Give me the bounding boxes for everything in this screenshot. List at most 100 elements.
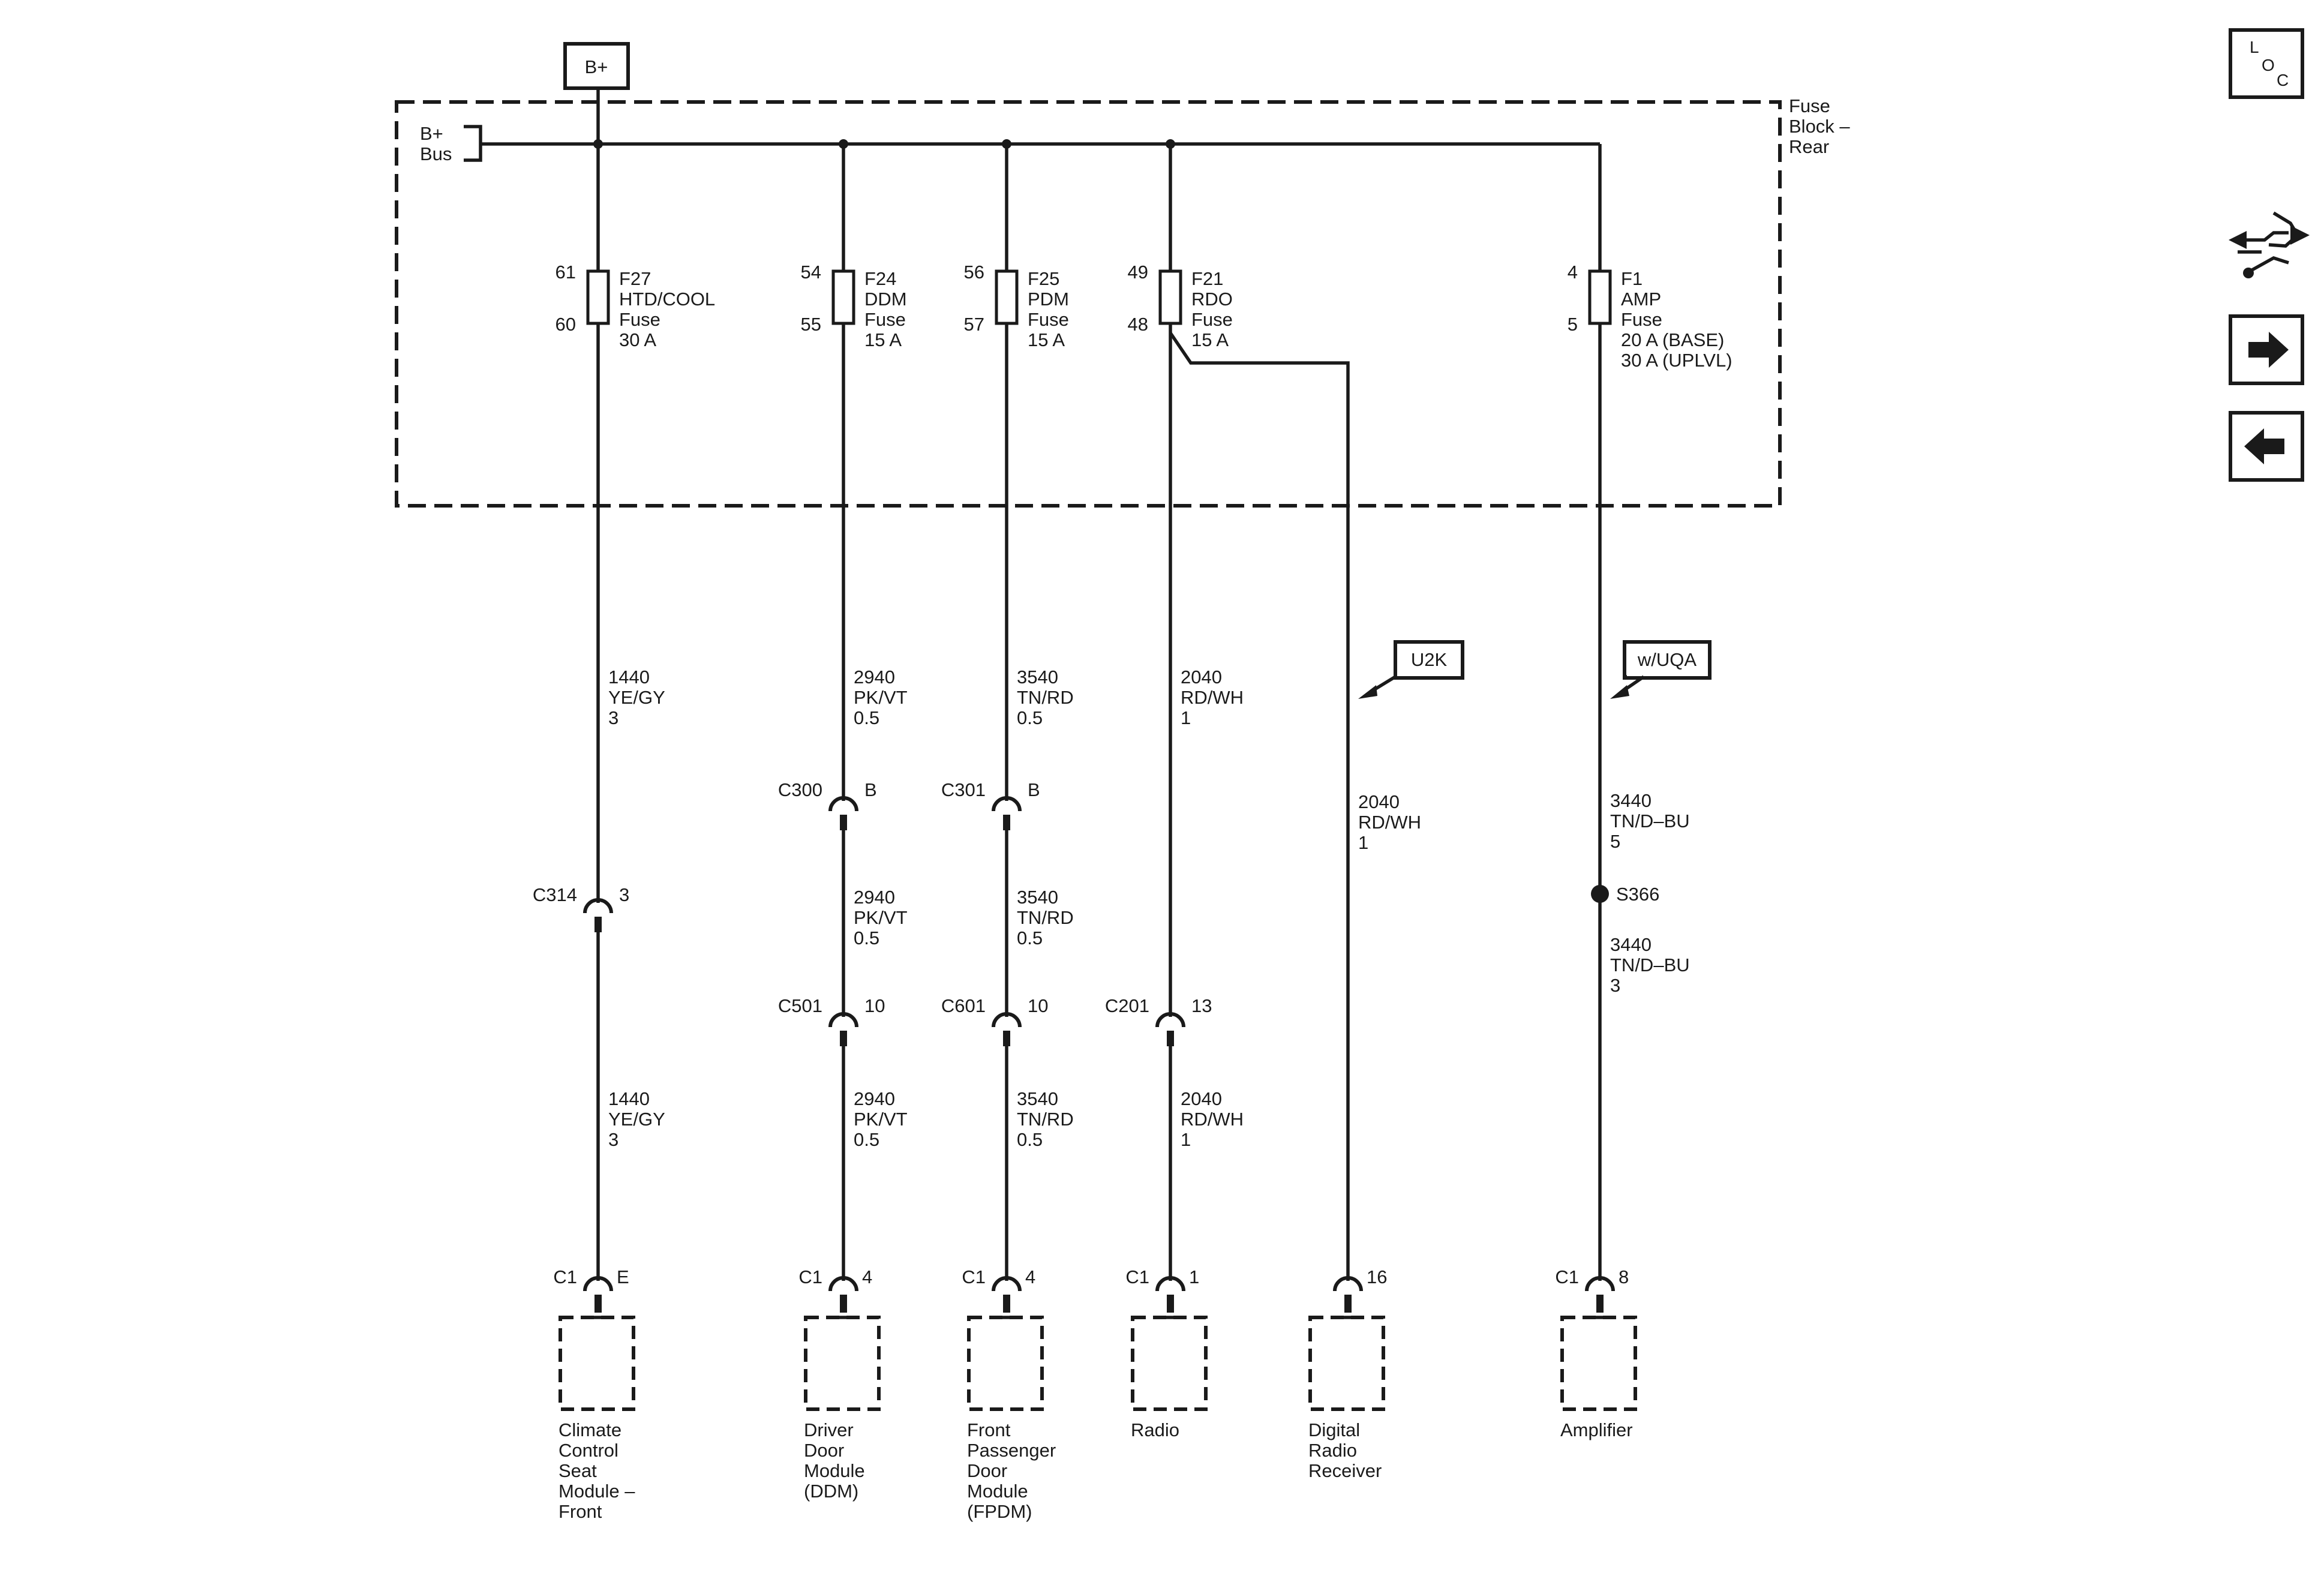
module-connector: C1 <box>1125 1266 1149 1287</box>
fuse-pin-bottom: 48 <box>1128 314 1148 335</box>
loc-icon[interactable]: L O C <box>2229 28 2304 99</box>
module-amplifier: C1 8 Amplifier <box>1555 1266 1637 1440</box>
fuse-rating: 30 A <box>619 329 656 350</box>
circuit-f21: 49 48 F21 RDO Fuse 15 A 2040 RD/WH 1 C20… <box>1105 144 1350 1281</box>
fuse-name: F24 <box>864 268 896 289</box>
circuit-f1: 4 5 F1 AMP Fuse 20 A (BASE) 30 A (UPLVL)… <box>1568 144 1733 1281</box>
connector-c201 <box>1155 1012 1185 1046</box>
fuse-f27 <box>586 269 610 325</box>
fuse-block-outline <box>395 100 1782 508</box>
wire-color: RD/WH <box>1181 1109 1244 1130</box>
wire-color: TN/RD <box>1017 1109 1074 1130</box>
wire-circuit: 2040 <box>1358 791 1400 812</box>
fuse-name: F27 <box>619 268 651 289</box>
module-name-line: Climate <box>559 1419 621 1440</box>
module-name-line: Front <box>559 1501 602 1522</box>
wire-color: TN/D–BU <box>1610 954 1690 975</box>
module-pin: 16 <box>1367 1266 1387 1287</box>
wire-color: TN/D–BU <box>1610 810 1690 831</box>
fuse-f21 <box>1158 269 1182 325</box>
bus-label-1: B+ <box>420 123 443 144</box>
wire-size: 1 <box>1181 1129 1191 1150</box>
fuse-label: Fuse <box>1028 309 1069 330</box>
fuse-pin-top: 54 <box>801 262 821 283</box>
module-name-line: Front <box>967 1419 1011 1440</box>
module-connector: C1 <box>962 1266 986 1287</box>
connector-name: C301 <box>941 779 986 800</box>
circuit-f25: 56 57 F25 PDM Fuse 15 A 3540 TN/RD 0.5 C… <box>941 144 1074 1281</box>
splice-label: S366 <box>1616 884 1659 905</box>
next-arrow-icon[interactable] <box>2229 314 2304 385</box>
connector-pin: B <box>1028 779 1040 800</box>
fuse-pin-bottom: 57 <box>964 314 984 335</box>
back-arrow-icon[interactable] <box>2229 411 2304 482</box>
wire-color: RD/WH <box>1358 812 1421 833</box>
fuse-rating: 15 A <box>1028 329 1065 350</box>
loc-letter-c: C <box>2277 71 2289 89</box>
module-name-line: Radio <box>1308 1440 1357 1461</box>
wire-circuit: 2940 <box>854 667 895 688</box>
routing-icon[interactable] <box>2229 211 2310 278</box>
fuse-pin-bottom: 55 <box>801 314 821 335</box>
module-name-line: (DDM) <box>804 1481 858 1502</box>
receiver-branch-wire <box>1169 332 1350 1281</box>
fuse-circuit: DDM <box>864 289 907 310</box>
fuse-name: F1 <box>1621 268 1643 289</box>
fuse-circuit: HTD/COOL <box>619 289 715 310</box>
fuse-pin-bottom: 60 <box>556 314 576 335</box>
b-plus-bus: B+ Bus <box>420 123 1600 164</box>
loc-letter-l: L <box>2250 38 2259 56</box>
option-tag-uqa: w/UQA <box>1610 640 1712 699</box>
module-pin: 4 <box>1025 1266 1035 1287</box>
connector-name: C201 <box>1105 995 1149 1016</box>
circuit-receiver: 2040 RD/WH 1 U2K <box>1358 640 1464 853</box>
module-driver-door: C1 4 Driver Door Module (DDM) <box>798 1266 881 1502</box>
wire-circuit: 1440 <box>608 1088 650 1109</box>
module-name-line: Radio <box>1131 1419 1179 1440</box>
fuse-label: Fuse <box>1191 309 1233 330</box>
connector-pin: 10 <box>1028 995 1048 1016</box>
wire-size: 0.5 <box>1017 707 1043 728</box>
wire-circuit: 3540 <box>1017 887 1058 908</box>
wire-size: 3 <box>608 707 618 728</box>
option-tag-u2k: U2K <box>1358 640 1464 699</box>
connector-c300 <box>828 796 858 830</box>
fuse-rating: 15 A <box>864 329 902 350</box>
wire-size: 1 <box>1358 832 1368 853</box>
module-name-line: Amplifier <box>1560 1419 1633 1440</box>
splice-s366 <box>1591 885 1609 903</box>
connector-name: C601 <box>941 995 986 1016</box>
fuse-name: F25 <box>1028 268 1059 289</box>
connector-name: C314 <box>533 884 577 905</box>
wire-circuit: 2040 <box>1181 1088 1222 1109</box>
wire-size: 0.5 <box>1017 927 1043 948</box>
wire-size: 0.5 <box>854 1129 879 1150</box>
connector-c314 <box>583 898 613 932</box>
fuse-circuit: AMP <box>1621 289 1661 310</box>
wire-circuit: 3440 <box>1610 790 1652 811</box>
module-pin: E <box>617 1266 629 1287</box>
wire-size: 0.5 <box>854 927 879 948</box>
fuse-label: Fuse <box>619 309 660 330</box>
fuse-pin-top: 61 <box>556 262 576 283</box>
wire-circuit: 3540 <box>1017 1088 1058 1109</box>
fuse-f1 <box>1588 269 1612 325</box>
bus-label-2: Bus <box>420 143 452 164</box>
wire-circuit: 2940 <box>854 887 895 908</box>
module-name-line: Digital <box>1308 1419 1360 1440</box>
b-plus-input: B+ <box>563 42 630 90</box>
fuse-block-label-3: Rear <box>1789 136 1829 157</box>
module-digital-radio-receiver: 16 Digital Radio Receiver <box>1308 1266 1387 1481</box>
connector-name: C501 <box>778 995 822 1016</box>
module-name-line: Receiver <box>1308 1460 1382 1481</box>
module-name-line: Passenger <box>967 1440 1056 1461</box>
connector-pin: 3 <box>619 884 629 905</box>
module-name-line: Door <box>967 1460 1007 1481</box>
module-name-line: (FPDM) <box>967 1501 1032 1522</box>
module-name-line: Door <box>804 1440 844 1461</box>
option-label: U2K <box>1411 649 1448 670</box>
loc-letter-o: O <box>2262 56 2275 74</box>
wire-circuit: 2040 <box>1181 667 1222 688</box>
fuse-block-label-1: Fuse <box>1789 95 1830 116</box>
